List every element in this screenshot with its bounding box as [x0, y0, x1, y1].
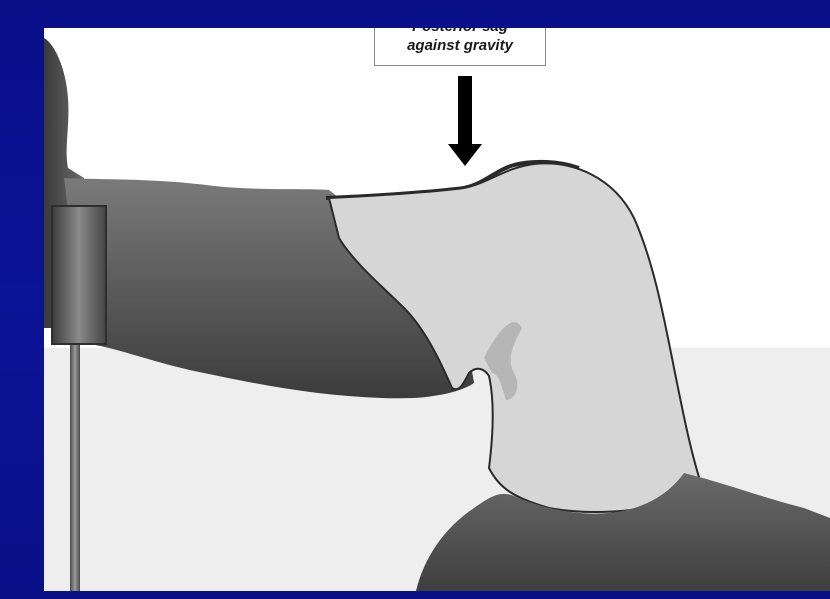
annotation-box: Posterior sag against gravity: [374, 28, 546, 66]
support-pole: [70, 343, 80, 591]
arrow-head: [448, 144, 482, 166]
arrow-shaft: [458, 76, 472, 146]
diagram-panel: Posterior sag against gravity: [44, 28, 830, 591]
knee-sag-illustration: [44, 28, 830, 591]
annotation-line-2: against gravity: [407, 36, 513, 55]
annotation-line-1: Posterior sag: [412, 28, 508, 36]
thigh-cuff: [52, 206, 106, 344]
